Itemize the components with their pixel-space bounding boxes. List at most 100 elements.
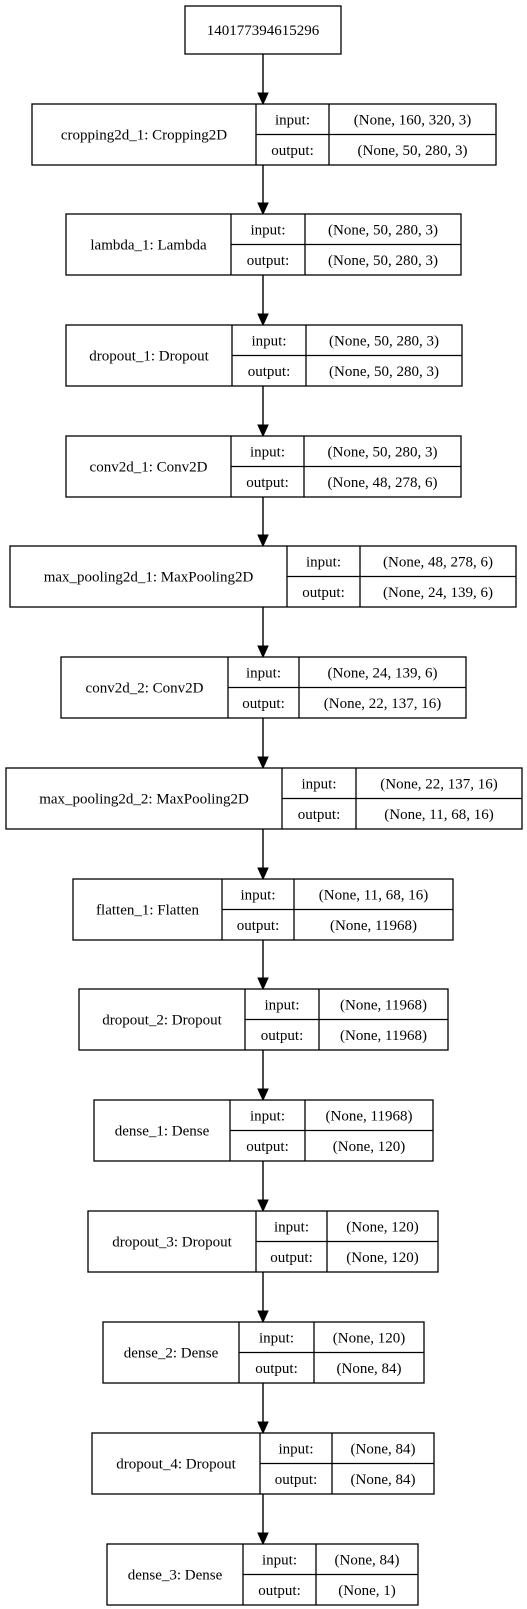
output-label: output: bbox=[246, 1139, 289, 1155]
layer-label: cropping2d_1: Cropping2D bbox=[61, 128, 227, 144]
layer-label: dense_1: Dense bbox=[115, 1124, 210, 1140]
edge-arrow bbox=[257, 275, 269, 327]
output-label: output: bbox=[298, 807, 341, 823]
layer-label: dropout_2: Dropout bbox=[102, 1013, 222, 1029]
edge-arrow bbox=[257, 1050, 269, 1102]
layer-node: dense_1: Dense input: output: (None, 11968)… bbox=[93, 1099, 434, 1162]
output-shape: (None, 120) bbox=[346, 1250, 418, 1266]
root-node: 140177394615296 bbox=[184, 5, 342, 55]
input-label: input: bbox=[264, 997, 299, 1013]
layer-node: cropping2d_1: Cropping2D input: output: (No… bbox=[31, 103, 497, 166]
layer-label: max_pooling2d_2: MaxPooling2D bbox=[39, 792, 249, 808]
output-label: output: bbox=[242, 696, 285, 712]
input-shape: (None, 120) bbox=[333, 1330, 405, 1346]
edge-arrow bbox=[257, 386, 269, 438]
root-node-box bbox=[184, 5, 342, 55]
layer-node: dense_3: Dense input: output: (None, 84) (No… bbox=[106, 1543, 419, 1606]
edge-arrow bbox=[257, 1383, 269, 1435]
input-shape: (None, 11968) bbox=[326, 1108, 413, 1124]
output-shape: (None, 84) bbox=[351, 1472, 416, 1488]
output-shape: (None, 120) bbox=[333, 1139, 405, 1155]
layer-node: max_pooling2d_2: MaxPooling2D input: outpu… bbox=[5, 767, 523, 830]
input-shape: (None, 48, 278, 6) bbox=[383, 554, 493, 570]
layer-node: dropout_1: Dropout input: output: (None, 50… bbox=[65, 324, 463, 387]
layer-label: dropout_1: Dropout bbox=[89, 349, 209, 365]
output-shape: (None, 50, 280, 3) bbox=[329, 364, 439, 380]
output-shape: (None, 50, 280, 3) bbox=[358, 143, 468, 159]
edge-arrow bbox=[257, 607, 269, 659]
output-shape: (None, 11968) bbox=[340, 1028, 427, 1044]
layer-node: lambda_1: Lambda input: output: (None, 50, … bbox=[65, 213, 462, 276]
input-label: input: bbox=[250, 444, 285, 460]
layer-label: conv2d_2: Conv2D bbox=[86, 681, 204, 697]
edge-arrow bbox=[257, 497, 269, 548]
layer-label: conv2d_1: Conv2D bbox=[90, 460, 208, 476]
input-shape: (None, 50, 280, 3) bbox=[328, 222, 438, 238]
layer-label: lambda_1: Lambda bbox=[90, 238, 207, 254]
layer-label: dropout_4: Dropout bbox=[116, 1457, 236, 1473]
input-label: input: bbox=[274, 1219, 309, 1235]
input-label: input: bbox=[262, 1552, 297, 1568]
output-label: output: bbox=[302, 585, 345, 601]
input-shape: (None, 120) bbox=[346, 1219, 418, 1235]
layer-node: flatten_1: Flatten input: output: (None, 11… bbox=[72, 878, 454, 941]
edge-arrow bbox=[257, 718, 269, 770]
layer-node: dropout_4: Dropout input: output: (None, 84… bbox=[91, 1432, 435, 1495]
input-label: input: bbox=[251, 333, 286, 349]
output-label: output: bbox=[237, 918, 280, 934]
input-shape: (None, 50, 280, 3) bbox=[329, 333, 439, 349]
output-shape: (None, 84) bbox=[337, 1361, 402, 1377]
input-shape: (None, 50, 280, 3) bbox=[328, 444, 438, 460]
input-label: input: bbox=[301, 776, 336, 792]
output-label: output: bbox=[258, 1583, 301, 1599]
output-label: output: bbox=[247, 253, 290, 269]
input-shape: (None, 11, 68, 16) bbox=[319, 887, 428, 903]
input-label: input: bbox=[306, 554, 341, 570]
output-shape: (None, 11, 68, 16) bbox=[384, 807, 493, 823]
edge-arrow bbox=[257, 1272, 269, 1324]
output-label: output: bbox=[275, 1472, 318, 1488]
input-label: input: bbox=[250, 1108, 285, 1124]
layer-nodes: cropping2d_1: Cropping2D input: output: (No… bbox=[5, 103, 523, 1606]
edge-arrow bbox=[257, 165, 269, 216]
layer-label: flatten_1: Flatten bbox=[96, 903, 199, 919]
layer-node: dropout_2: Dropout input: output: (None, 11… bbox=[78, 988, 449, 1051]
layer-label: dense_2: Dense bbox=[124, 1346, 219, 1362]
output-shape: (None, 24, 139, 6) bbox=[383, 585, 493, 601]
edge-arrow bbox=[257, 1161, 269, 1213]
edge-arrow bbox=[257, 940, 269, 991]
input-shape: (None, 84) bbox=[351, 1441, 416, 1457]
input-label: input: bbox=[246, 665, 281, 681]
input-label: input: bbox=[278, 1441, 313, 1457]
output-label: output: bbox=[255, 1361, 298, 1377]
edge-arrow bbox=[257, 1494, 269, 1546]
output-label: output: bbox=[246, 475, 289, 491]
output-shape: (None, 1) bbox=[338, 1583, 395, 1599]
output-shape: (None, 22, 137, 16) bbox=[324, 696, 441, 712]
edge-arrow bbox=[257, 54, 269, 106]
layer-node: max_pooling2d_1: MaxPooling2D input: outpu… bbox=[9, 545, 517, 608]
output-label: output: bbox=[271, 143, 314, 159]
layer-label: max_pooling2d_1: MaxPooling2D bbox=[44, 570, 254, 586]
input-label: input: bbox=[240, 887, 275, 903]
input-label: input: bbox=[250, 222, 285, 238]
input-shape: (None, 160, 320, 3) bbox=[354, 112, 471, 128]
edge-arrow bbox=[257, 829, 269, 881]
output-label: output: bbox=[270, 1250, 313, 1266]
input-shape: (None, 22, 137, 16) bbox=[380, 776, 497, 792]
input-label: input: bbox=[275, 112, 310, 128]
root-node-label: 140177394615296 bbox=[207, 23, 320, 39]
output-shape: (None, 50, 280, 3) bbox=[328, 253, 438, 269]
layer-node: conv2d_1: Conv2D input: output: (None, 50, … bbox=[65, 435, 462, 498]
input-shape: (None, 11968) bbox=[340, 997, 427, 1013]
layer-label: dense_3: Dense bbox=[128, 1568, 223, 1584]
edges bbox=[257, 54, 269, 1546]
output-shape: (None, 11968) bbox=[330, 918, 417, 934]
output-label: output: bbox=[261, 1028, 304, 1044]
input-shape: (None, 84) bbox=[335, 1552, 400, 1568]
output-label: output: bbox=[248, 364, 291, 380]
